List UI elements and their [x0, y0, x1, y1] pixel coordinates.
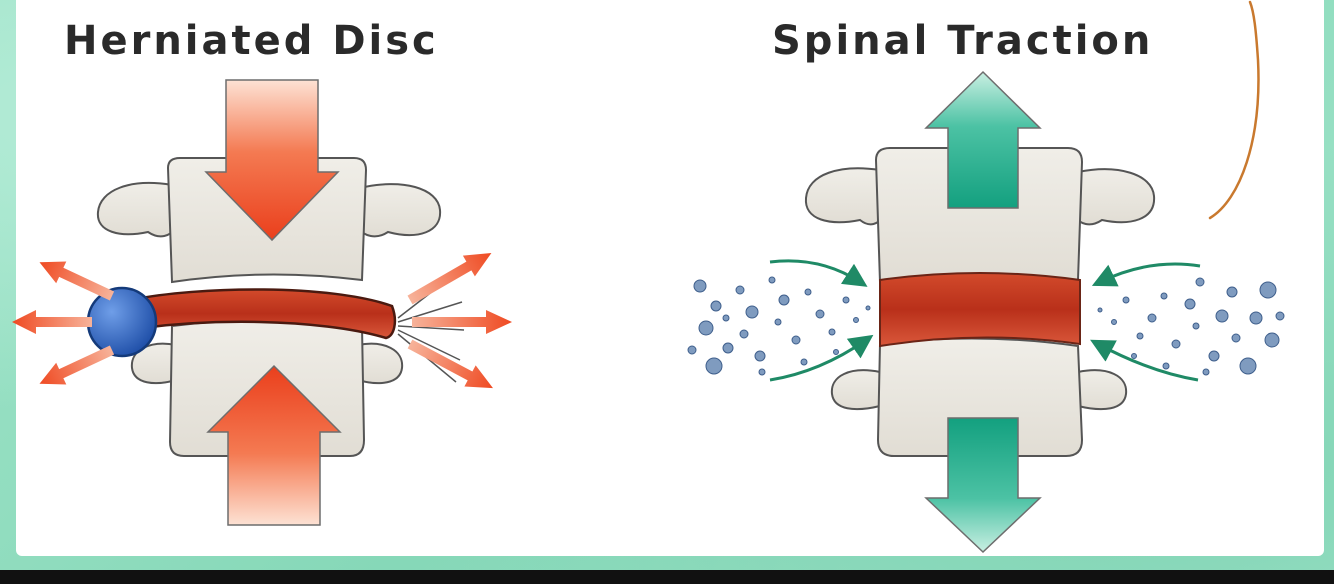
pressure-arrows-right	[404, 243, 512, 399]
vertebra-side-process-right	[358, 184, 440, 236]
traction-side-process-left	[806, 168, 884, 224]
traction-lower-process-left	[832, 370, 880, 409]
annotation-pointer-line	[1210, 2, 1258, 218]
vertebra-lower-process-right	[358, 344, 402, 383]
traction-lower-process-right	[1078, 370, 1126, 409]
spinal-traction-illustration	[688, 72, 1284, 552]
decompressed-disc	[880, 273, 1080, 346]
herniated-disc-illustration	[12, 80, 512, 525]
herniation-bulge	[88, 288, 156, 356]
nutrient-bubbles-right	[1098, 278, 1284, 375]
bottom-bar	[0, 570, 1334, 584]
vertebra-side-process-left	[98, 183, 176, 236]
traction-side-process-right	[1074, 169, 1154, 224]
nutrient-bubbles-left	[688, 277, 870, 375]
